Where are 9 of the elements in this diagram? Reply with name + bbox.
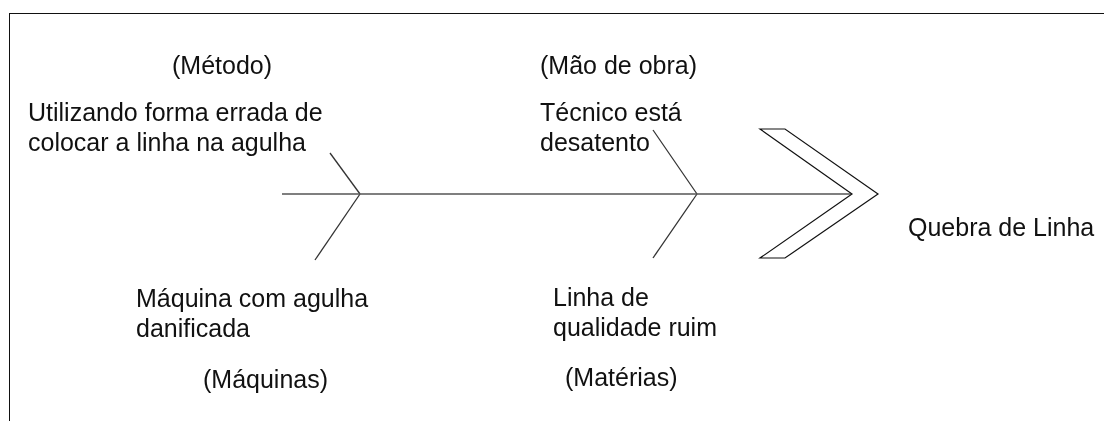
category-label: (Matérias) [565, 362, 678, 392]
cause-label: Técnico está desatento [540, 97, 683, 157]
category-label: (Mão de obra) [540, 50, 698, 80]
cause-label: Máquina com agulha danificada [136, 283, 370, 343]
cause-label: Utilizando forma errada de colocar a linha na agulha [28, 97, 324, 157]
category-label: (Máquinas) [203, 364, 329, 394]
category-label: (Método) [172, 50, 273, 80]
cause-label: Linha de qualidade ruim [553, 282, 718, 342]
effect-label: Quebra de Linha [908, 212, 1095, 242]
